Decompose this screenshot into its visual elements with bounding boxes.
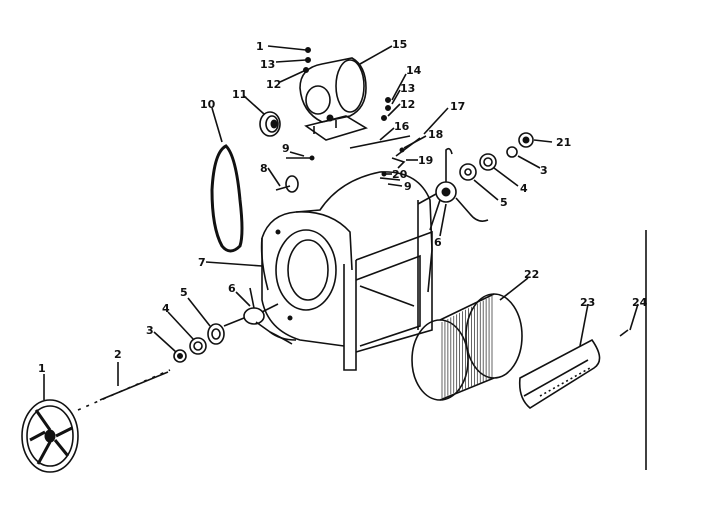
callout-3-left: 3 [146,324,154,337]
callout-20: 20 [392,168,408,181]
part-screw [619,230,647,470]
callout-10-belt: 10 [200,98,216,111]
filter-mesh [441,296,493,398]
callout-4-left: 4 [162,302,170,315]
callout-5-right: 5 [500,196,508,209]
part-motor [299,57,368,141]
part-retainer-right [459,163,477,181]
part-shaft [99,371,169,401]
callout-21: 21 [556,136,571,149]
part-adjusting-screw [391,137,421,169]
callout-16: 16 [394,120,410,133]
callout-15-motor: 15 [392,38,407,51]
part-motor-hardware [303,47,391,121]
callout-24-screw: 24 [632,296,648,309]
part-retainer-left [207,323,225,345]
callout-1-top: 1 [256,40,264,53]
callout-labels: 1 2 3 4 5 6 7 8 9 9 10 11 1 13 12 15 14 … [38,38,648,375]
part-filter-cylinder [411,293,523,401]
callout-6-right: 6 [434,236,442,249]
part-blower-housing [260,171,433,371]
callout-9-right: 9 [404,180,412,193]
part-bolts [275,155,401,193]
part-bearing-bracket-right [417,147,489,231]
part-motor-pulley [259,111,281,137]
part-motor-mount-rod [349,135,411,149]
callout-13-left: 13 [260,58,275,71]
part-belt [210,144,244,253]
part-bearing-left [189,337,207,355]
leader-lines [43,45,639,400]
part-collar-left [173,349,187,363]
part-bearing-bracket-left [223,287,297,345]
callout-5-left: 5 [180,286,188,299]
callout-13-right: 13 [400,82,415,95]
callout-11-pulley: 11 [232,88,247,101]
part-end-cap-right [518,132,534,148]
callout-18: 18 [428,128,443,141]
part-filter-plate [518,338,601,409]
part-collar-right [506,146,518,158]
callout-14: 14 [406,64,422,77]
callout-6-left: 6 [228,282,236,295]
part-bearing-right [479,153,497,171]
callout-22-filter: 22 [524,268,539,281]
callout-17: 17 [450,100,465,113]
callout-8: 8 [260,162,268,175]
callout-2-shaft: 2 [114,348,122,361]
callout-23-plate: 23 [580,296,595,309]
callout-12-left: 12 [266,78,281,91]
callout-9-left: 9 [282,142,290,155]
callout-7-housing: 7 [198,256,206,269]
callout-12-right: 12 [400,98,415,111]
part-pulley-wheel [21,399,79,473]
callout-3-right: 3 [540,164,548,177]
callout-19: 19 [418,154,433,167]
callout-1-pulley: 1 [38,362,46,375]
callout-4-right: 4 [520,182,528,195]
